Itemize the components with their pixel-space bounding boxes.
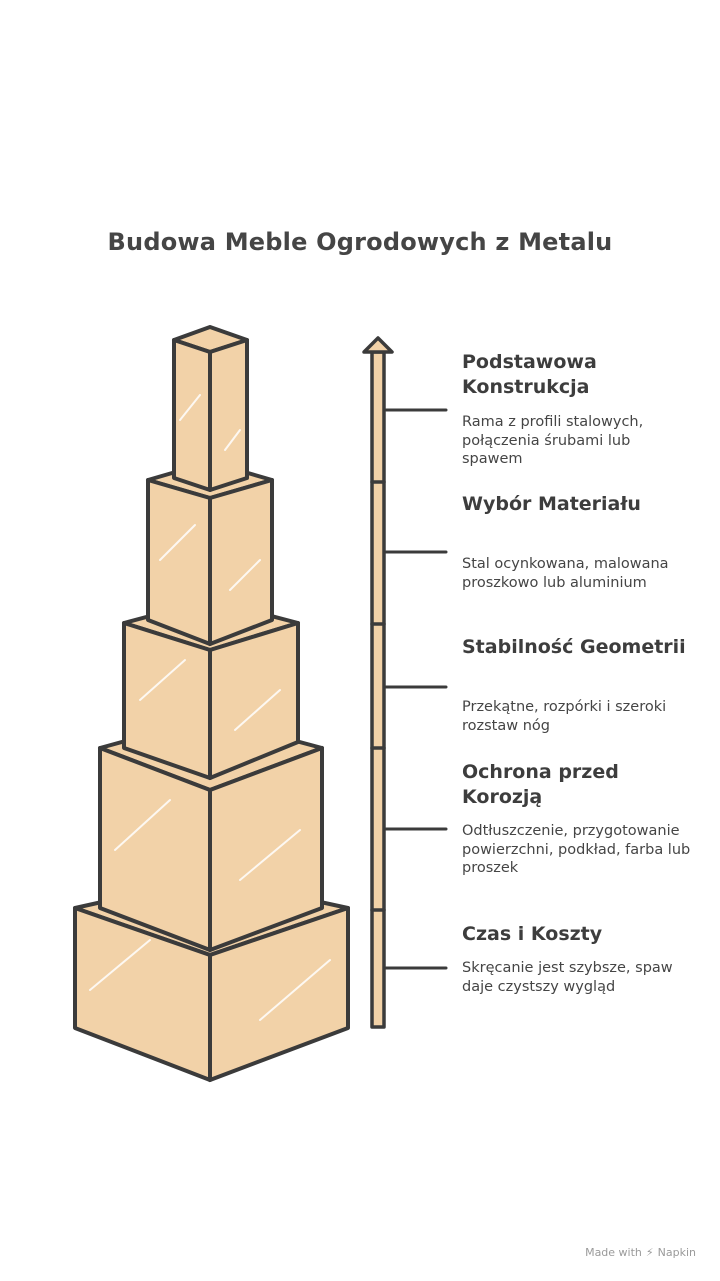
item-title-3: Stabilność Geometrii xyxy=(462,636,686,658)
item-desc-5: Skręcanie jest szybsze, spaw daje czysts… xyxy=(462,960,673,995)
napkin-logo-icon: ⚡ xyxy=(645,1246,654,1259)
item-desc-3: Przekątne, rozpórki i szeroki rozstaw nó… xyxy=(462,699,667,734)
item-title-5: Czas i Koszty xyxy=(462,923,603,945)
item-desc-4: Odtłuszczenie, przygotowanie powierzchni… xyxy=(462,823,691,876)
progress-arrow xyxy=(362,336,394,1029)
made-with-label: Made with xyxy=(585,1246,642,1259)
diagram-title: Budowa Meble Ogrodowych z Metalu xyxy=(107,228,613,256)
item-desc-2: Stal ocynkowana, malowana proszkowo lub … xyxy=(462,556,669,591)
block-podstawowa-konstrukcja xyxy=(172,325,249,492)
item-title-4: Ochrona przed Korozją xyxy=(462,761,619,808)
item-title-2: Wybór Materiału xyxy=(462,493,641,515)
item-title-1: Podstawowa Konstrukcja xyxy=(462,351,597,398)
block-wybor-materialu xyxy=(146,460,274,646)
connector-lines xyxy=(384,408,448,970)
brand-label: Napkin xyxy=(657,1246,696,1259)
made-with-footer: Made with ⚡ Napkin xyxy=(585,1246,696,1259)
item-desc-1: Rama z profili stalowych, połączenia śru… xyxy=(462,414,644,467)
